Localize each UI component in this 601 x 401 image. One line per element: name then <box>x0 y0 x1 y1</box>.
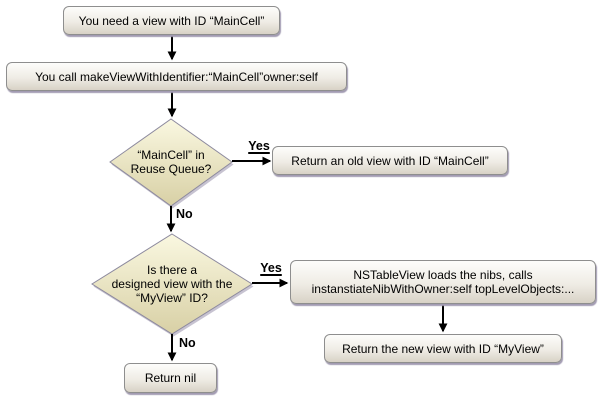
node-return-new-view: Return the new view with ID “MyView” <box>324 334 562 363</box>
edge-label-yes-designed-view: Yes <box>260 261 282 275</box>
node-nstableview-loads-nibs: NSTableView loads the nibs, calls instan… <box>290 260 596 304</box>
edge-label-no-reuse-queue: No <box>176 207 193 221</box>
diamond-designed-view <box>91 233 254 337</box>
node-return-nil: Return nil <box>124 363 217 393</box>
node-need-view: You need a view with ID “MainCell” <box>63 6 280 35</box>
node-return-old-view: Return an old view with ID “MainCell” <box>272 146 508 175</box>
edge-label-no-designed-view: No <box>179 336 196 350</box>
diamond-reuse-queue-label: “MainCell” in Reuse Queue? <box>130 148 212 176</box>
node-make-view-with-identifier: You call makeViewWithIdentifier:“MainCel… <box>6 62 347 91</box>
edge-label-yes-reuse-queue: Yes <box>248 139 270 153</box>
diamond-designed-view-label: Is there a designed view with the “MyVie… <box>111 263 233 305</box>
